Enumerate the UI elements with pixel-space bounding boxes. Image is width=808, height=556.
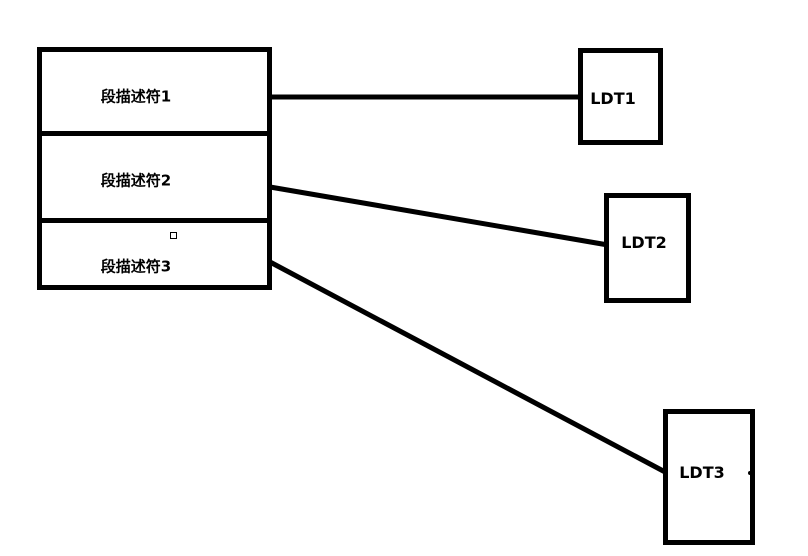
row-divider-1 — [41, 131, 268, 136]
ldt3-label: LDT3 — [679, 463, 725, 482]
descriptor-table: 段描述符1 段描述符2 段描述符3 — [37, 47, 272, 290]
descriptor-2-label: 段描述符2 — [100, 171, 172, 190]
ldt2-label: LDT2 — [621, 233, 667, 252]
dot-marker — [748, 471, 752, 475]
row-divider-2 — [41, 218, 268, 223]
connector-descriptor2-ldt2 — [269, 184, 609, 248]
ldt1-box: LDT1 — [578, 48, 663, 145]
hollow-square-marker — [170, 232, 177, 239]
descriptor-3-label: 段描述符3 — [100, 257, 172, 276]
ldt1-label: LDT1 — [590, 89, 636, 108]
ldt2-box: LDT2 — [604, 193, 691, 303]
ldt3-box: LDT3 — [663, 409, 755, 545]
descriptor-1-label: 段描述符1 — [100, 87, 172, 106]
connector-descriptor3-ldt3 — [268, 259, 669, 476]
